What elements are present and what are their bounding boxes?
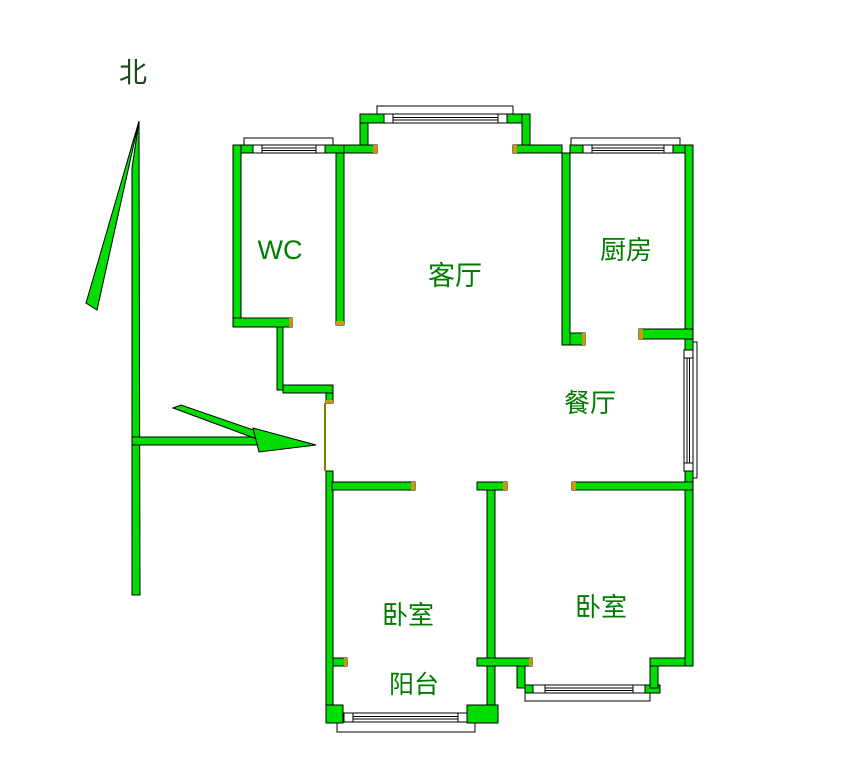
wall-balcony-bottom-left-corner [325,704,344,724]
jamb-cap [373,145,377,153]
wall-right-outer-lower [684,489,694,667]
entry-arrow-bar [131,436,271,446]
room-label-dining: 餐厅 [564,388,616,418]
jamb-cap [572,482,576,490]
wall-hall-bottom-right [571,481,694,491]
wall-vestibule-vertical [276,326,284,391]
room-label-bedroom-right: 卧室 [575,592,627,622]
wall-vestibule-horizontal [282,384,334,394]
window-band [343,712,468,723]
jamb-cap [503,482,507,490]
compass-north-label: 北 [119,57,147,88]
room-label-living: 客厅 [428,261,482,291]
window-outer-frame-kitchen [570,137,681,146]
window-cap [383,113,394,124]
window-bay [383,113,508,124]
wall-bedroom-bay-right [649,665,659,689]
window-band [532,684,646,694]
wall-bay-top-left [359,113,385,124]
wall-wc-bottom [232,317,293,328]
jamb-cap [513,145,517,153]
window-band [252,144,326,154]
jamb-cap [289,318,292,327]
window-dining [683,349,694,472]
window-outer-frame-balcony [336,721,476,733]
window-band [383,113,508,124]
window-outer-frame-bay [376,105,514,115]
room-label-bedroom-left: 卧室 [382,600,434,630]
window-bedroom-bay [532,684,646,694]
window-band [683,349,694,472]
jamb-cap [344,658,347,666]
wall-wc-top-left [240,144,254,154]
window-cap [582,144,593,154]
window-cap [457,712,468,723]
wall-kitchen-top-left [569,144,584,154]
window-cap [315,144,326,154]
jamb-cap [529,658,532,666]
room-label-kitchen: 厨房 [600,235,652,265]
window-cap [632,684,646,694]
wall-bedroom-bay-step [516,665,526,689]
wall-wc-top-right [324,144,345,154]
window-cap [532,684,546,694]
window-wc [252,144,326,154]
wall-kitchen-bottom [638,328,694,340]
north-arrow-fletch [85,120,140,311]
wall-top-left-segment [343,144,378,154]
window-cap [252,144,263,154]
jamb-cap [582,333,585,345]
window-cap [663,144,674,154]
window-outer-frame-wc [243,137,334,146]
jamb-cap [639,329,643,339]
wall-bay-right [521,113,531,146]
wall-kitchen-left [561,152,571,346]
wall-wc-left [232,144,242,328]
wall-right-outer-upper [684,144,694,351]
wall-hall-bottom-left [331,481,416,491]
wall-hall-bottom-mid [476,481,508,491]
window-cap [683,349,694,359]
window-kitchen [582,144,674,154]
wall-top-right-segment [512,144,563,154]
window-cap [343,712,354,723]
jamb-cap [336,321,344,325]
wall-wc-right [335,152,345,326]
window-cap [683,462,694,472]
north-arrow [85,120,141,596]
wall-inter-bedroom [486,489,496,666]
walls [232,113,694,724]
entry-door-line [324,403,326,471]
entry-arrow-head [252,427,317,453]
jamb-cap [411,482,415,490]
room-label-wc: WC [258,235,303,265]
wall-balcony-right [486,665,496,707]
window-cap [497,113,508,124]
wall-balcony-bottom-right-corner [466,704,499,724]
wall-left-outer [325,470,334,724]
jamb-cap [326,400,333,403]
entry-arrow [131,404,317,453]
window-balcony [343,712,468,723]
room-label-balcony: 阳台 [389,671,439,699]
wall-balcony-divider-right [476,657,533,667]
window-band [582,144,674,154]
north-arrow-stem [131,120,141,596]
window-outer-frame-bedroom-bay [524,692,651,702]
door-jamb-caps [289,145,643,666]
